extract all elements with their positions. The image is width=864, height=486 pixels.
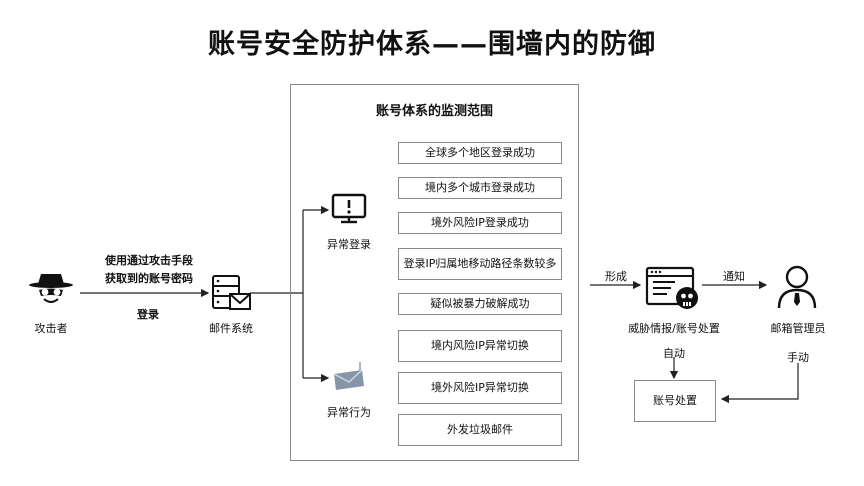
warning-monitor-icon — [331, 193, 367, 225]
threat-label: 威胁情报/账号处置 — [628, 322, 720, 335]
notify-label: 通知 — [723, 270, 745, 283]
account-action-box: 账号处置 — [634, 380, 716, 422]
attacker-label: 攻击者 — [34, 322, 68, 335]
scope-item: 境内多个城市登录成功 — [398, 177, 562, 199]
scope-item: 境外风险IP异常切换 — [398, 372, 562, 404]
threat-alert-icon — [645, 266, 701, 314]
auto-label: 自动 — [663, 347, 685, 360]
scope-item: 登录IP归属地移动路径条数较多 — [398, 248, 562, 280]
admin-icon — [775, 264, 819, 310]
attack-note-line1: 使用通过攻击手段 — [105, 254, 193, 267]
manual-label: 手动 — [787, 351, 809, 364]
fishing-hook-mail-icon — [328, 360, 368, 392]
attack-note-line2: 获取到的账号密码 — [105, 272, 193, 285]
mail-system-label: 邮件系统 — [209, 322, 253, 335]
abnormal-login-label: 异常登录 — [327, 238, 371, 251]
monitor-scope-title: 账号体系的监测范围 — [375, 104, 493, 119]
scope-item: 外发垃圾邮件 — [398, 414, 562, 446]
form-label: 形成 — [605, 270, 627, 283]
admin-label: 邮箱管理员 — [770, 322, 826, 335]
hacker-icon — [27, 270, 75, 308]
admin-to-action-line — [720, 363, 799, 404]
scope-item: 境外风险IP登录成功 — [398, 212, 562, 234]
scope-item: 全球多个地区登录成功 — [398, 142, 562, 164]
abnormal-behavior-label: 异常行为 — [327, 406, 371, 419]
monitor-scope-panel — [290, 84, 579, 461]
page-title: 账号安全防护体系——围墙内的防御 — [208, 29, 656, 60]
scope-item: 境内风险IP异常切换 — [398, 330, 562, 362]
login-action-label: 登录 — [137, 308, 159, 321]
mail-server-icon — [210, 274, 252, 314]
scope-item: 疑似被暴力破解成功 — [398, 293, 562, 315]
